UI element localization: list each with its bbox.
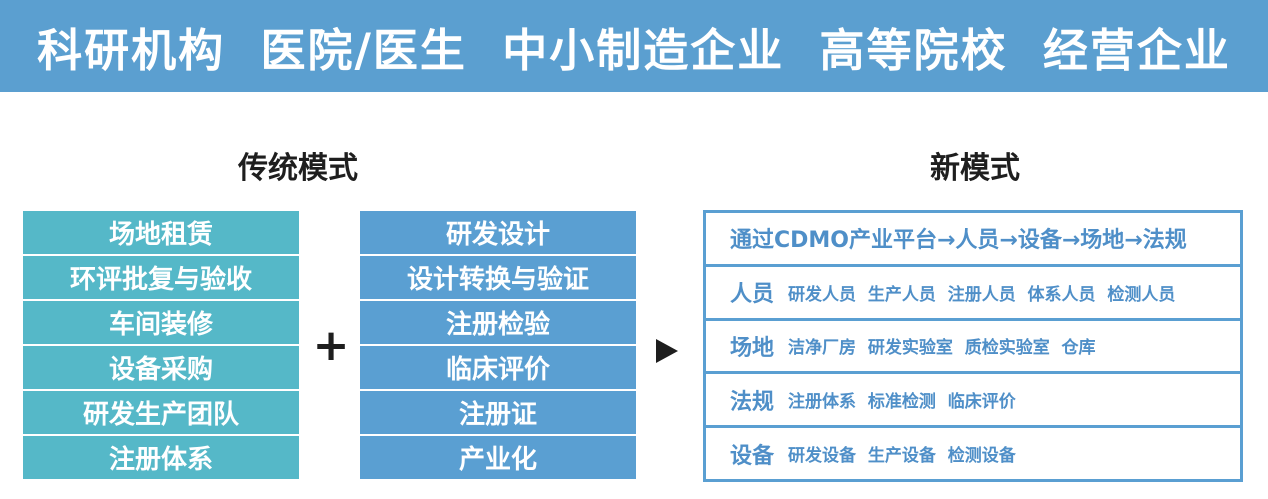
traditional-right-column: 研发设计 设计转换与验证 注册检验 临床评价 注册证 产业化 — [360, 211, 636, 479]
row-head: 人员 — [730, 282, 775, 308]
new-model-row: 设备 研发设备 生产设备 检测设备 — [706, 428, 1240, 479]
traditional-item: 临床评价 — [360, 346, 636, 389]
new-model-title: 新模式 — [930, 151, 1020, 186]
row-head: 场地 — [730, 335, 775, 361]
row-items: 研发设备 生产设备 检测设备 — [788, 446, 1016, 467]
row-items: 研发人员 生产人员 注册人员 体系人员 检测人员 — [788, 284, 1176, 305]
new-model-flow-row: 通过CDMO产业平台→人员→设备→场地→法规 — [706, 213, 1240, 267]
traditional-item: 研发设计 — [360, 211, 636, 254]
traditional-item: 注册体系 — [23, 436, 299, 479]
new-model-box: 通过CDMO产业平台→人员→设备→场地→法规 人员 研发人员 生产人员 注册人员… — [703, 210, 1243, 482]
flow-text: 通过CDMO产业平台→人员→设备→场地→法规 — [730, 228, 1187, 254]
new-model-row: 场地 洁净厂房 研发实验室 质检实验室 仓库 — [706, 321, 1240, 375]
traditional-left-column: 场地租赁 环评批复与验收 车间装修 设备采购 研发生产团队 注册体系 — [23, 211, 299, 479]
traditional-item: 注册证 — [360, 391, 636, 434]
play-arrow-icon — [656, 339, 678, 363]
traditional-item: 车间装修 — [23, 301, 299, 344]
new-model-row: 人员 研发人员 生产人员 注册人员 体系人员 检测人员 — [706, 267, 1240, 321]
row-items: 注册体系 标准检测 临床评价 — [788, 392, 1016, 413]
traditional-item: 环评批复与验收 — [23, 256, 299, 299]
traditional-item: 场地租赁 — [23, 211, 299, 254]
traditional-item: 注册检验 — [360, 301, 636, 344]
row-head: 法规 — [730, 389, 775, 415]
traditional-item: 设计转换与验证 — [360, 256, 636, 299]
traditional-title: 传统模式 — [238, 151, 358, 186]
traditional-item: 设备采购 — [23, 346, 299, 389]
plus-sign: + — [312, 320, 350, 371]
row-head: 设备 — [730, 443, 775, 469]
traditional-item: 产业化 — [360, 436, 636, 479]
top-banner: 科研机构 医院/医生 中小制造企业 高等院校 经营企业 — [0, 0, 1268, 92]
banner-title: 科研机构 医院/医生 中小制造企业 高等院校 经营企业 — [37, 23, 1231, 77]
row-items: 洁净厂房 研发实验室 质检实验室 仓库 — [788, 338, 1096, 359]
new-model-row: 法规 注册体系 标准检测 临床评价 — [706, 374, 1240, 429]
traditional-item: 研发生产团队 — [23, 391, 299, 434]
